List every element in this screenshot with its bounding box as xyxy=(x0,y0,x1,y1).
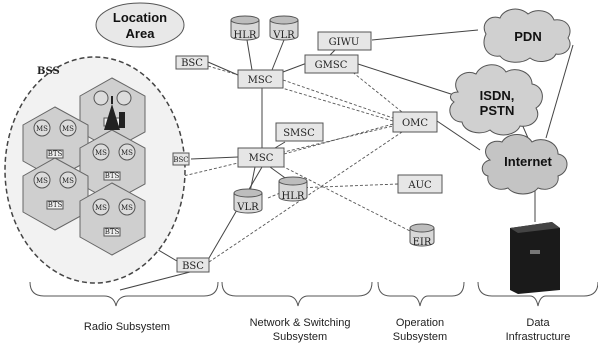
bsc-bottom-label: BSC xyxy=(182,261,204,272)
isdn-pstn-cloud: ISDN, PSTN xyxy=(449,64,543,136)
line-msc-mid-vlr2 xyxy=(249,166,256,193)
dash-msc-mid-auc xyxy=(294,183,399,189)
ms-label: MS xyxy=(62,177,74,185)
dash-gmsc-omc xyxy=(344,65,403,113)
giwu-label: GIWU xyxy=(329,37,360,48)
msc-top-label: MSC xyxy=(248,75,273,86)
ms-label: MS xyxy=(95,204,107,212)
subsystem-braces xyxy=(29,281,598,307)
pdn-label: PDN xyxy=(514,29,541,44)
line-bsc-top-msc-top xyxy=(207,61,239,76)
eir: EIR xyxy=(409,223,435,248)
ms-units: MS MS MS MS MS MS MS MS xyxy=(33,90,136,216)
ms-label: MS xyxy=(95,149,107,157)
brace-data xyxy=(477,281,598,307)
vlr-mid: VLR xyxy=(233,188,263,214)
data-subsystem-label-1: Data xyxy=(526,317,550,329)
smsc: SMSC xyxy=(275,122,324,142)
line-gmsc-giwu xyxy=(329,49,336,56)
line-msc-top-vlr xyxy=(271,39,285,71)
bsc-top: BSC xyxy=(175,55,209,70)
dash-vlr2-hlr2 xyxy=(267,192,281,199)
gmsc-label: GMSC xyxy=(315,60,348,71)
network-subsystem-label-1: Network & Switching xyxy=(250,317,351,329)
bts-label: BTS xyxy=(105,228,120,236)
hlr-top: HLR xyxy=(230,15,260,41)
msc-mid-label: MSC xyxy=(249,153,274,164)
operation-subsystem-label-2: Subsystem xyxy=(393,331,447,343)
isdn-label-2: PSTN xyxy=(480,103,515,118)
line-giwu-pdn xyxy=(371,29,479,41)
line-msc-top-gmsc xyxy=(282,62,308,73)
auc-label: AUC xyxy=(407,180,432,191)
bsc-top-label: BSC xyxy=(181,58,203,69)
radio-subsystem-label: Radio Subsystem xyxy=(84,321,170,333)
auc: AUC xyxy=(397,174,443,194)
location-area-label-1: Location xyxy=(113,10,167,25)
msc-mid: MSC xyxy=(237,147,285,168)
subsystem-labels: Radio Subsystem Network & Switching Subs… xyxy=(84,317,571,343)
ms-label: MS xyxy=(62,125,74,133)
omc: OMC xyxy=(392,111,438,133)
line-msc-mid-smsc xyxy=(274,141,286,149)
hlr-top-label: HLR xyxy=(234,30,257,41)
dash-msc-mid-omc xyxy=(283,123,394,155)
hlr-mid-label: HLR xyxy=(282,191,305,202)
vlr-mid-label: VLR xyxy=(236,202,259,213)
location-area-label-2: Area xyxy=(126,26,156,41)
internet-label: Internet xyxy=(504,154,552,169)
bts-label: BTS xyxy=(105,172,120,180)
giwu: GIWU xyxy=(317,31,372,51)
data-subsystem-label-2: Infrastructure xyxy=(506,331,571,343)
ms-label: MS xyxy=(121,149,133,157)
bsc-mid-label: BSC xyxy=(173,156,188,164)
line-bsc-mid-msc-mid xyxy=(190,156,239,160)
bts-label: BTS xyxy=(48,201,63,209)
brace-network xyxy=(221,281,373,307)
bss-label: BSS xyxy=(37,66,60,77)
dash-bsc-bottom-omc xyxy=(208,129,406,263)
line-msc-top-hlr xyxy=(246,39,253,71)
line-gmsc-isdn xyxy=(357,63,455,96)
line-msc-mid-bsc-bottom xyxy=(208,166,263,259)
ms-label: MS xyxy=(36,177,48,185)
location-area: Location Area xyxy=(95,2,185,48)
pdn-cloud: PDN xyxy=(483,8,571,63)
brace-radio xyxy=(29,281,219,307)
omc-label: OMC xyxy=(402,118,428,129)
isdn-label-1: ISDN, xyxy=(480,88,515,103)
gmsc: GMSC xyxy=(304,54,359,74)
bss-region: BSS MS MS MS MS MS xyxy=(4,56,190,284)
tower-icon xyxy=(104,96,125,130)
msc-top: MSC xyxy=(237,69,284,89)
hlr-mid: HLR xyxy=(278,176,308,202)
bsc-bottom: BSC xyxy=(176,257,210,273)
ms-label: MS xyxy=(121,204,133,212)
line-internet-pdn xyxy=(545,44,574,139)
operation-subsystem-label-1: Operation xyxy=(396,317,444,329)
dash-msc-mid-eir xyxy=(281,165,413,233)
ms-label: MS xyxy=(36,125,48,133)
line-omc-internet xyxy=(436,120,481,151)
vlr-top-label: VLR xyxy=(272,30,295,41)
server-icon xyxy=(510,222,560,294)
dash-msc-top-omc xyxy=(282,79,394,119)
brace-operation xyxy=(377,281,465,307)
network-subsystem-label-2: Subsystem xyxy=(273,331,327,343)
line-bsc-bottom-down xyxy=(119,271,191,291)
smsc-label: SMSC xyxy=(283,128,315,139)
internet-cloud: Internet xyxy=(481,134,568,195)
vlr-top: VLR xyxy=(269,15,299,41)
bts-label: BTS xyxy=(48,150,63,158)
eir-label: EIR xyxy=(413,237,432,248)
